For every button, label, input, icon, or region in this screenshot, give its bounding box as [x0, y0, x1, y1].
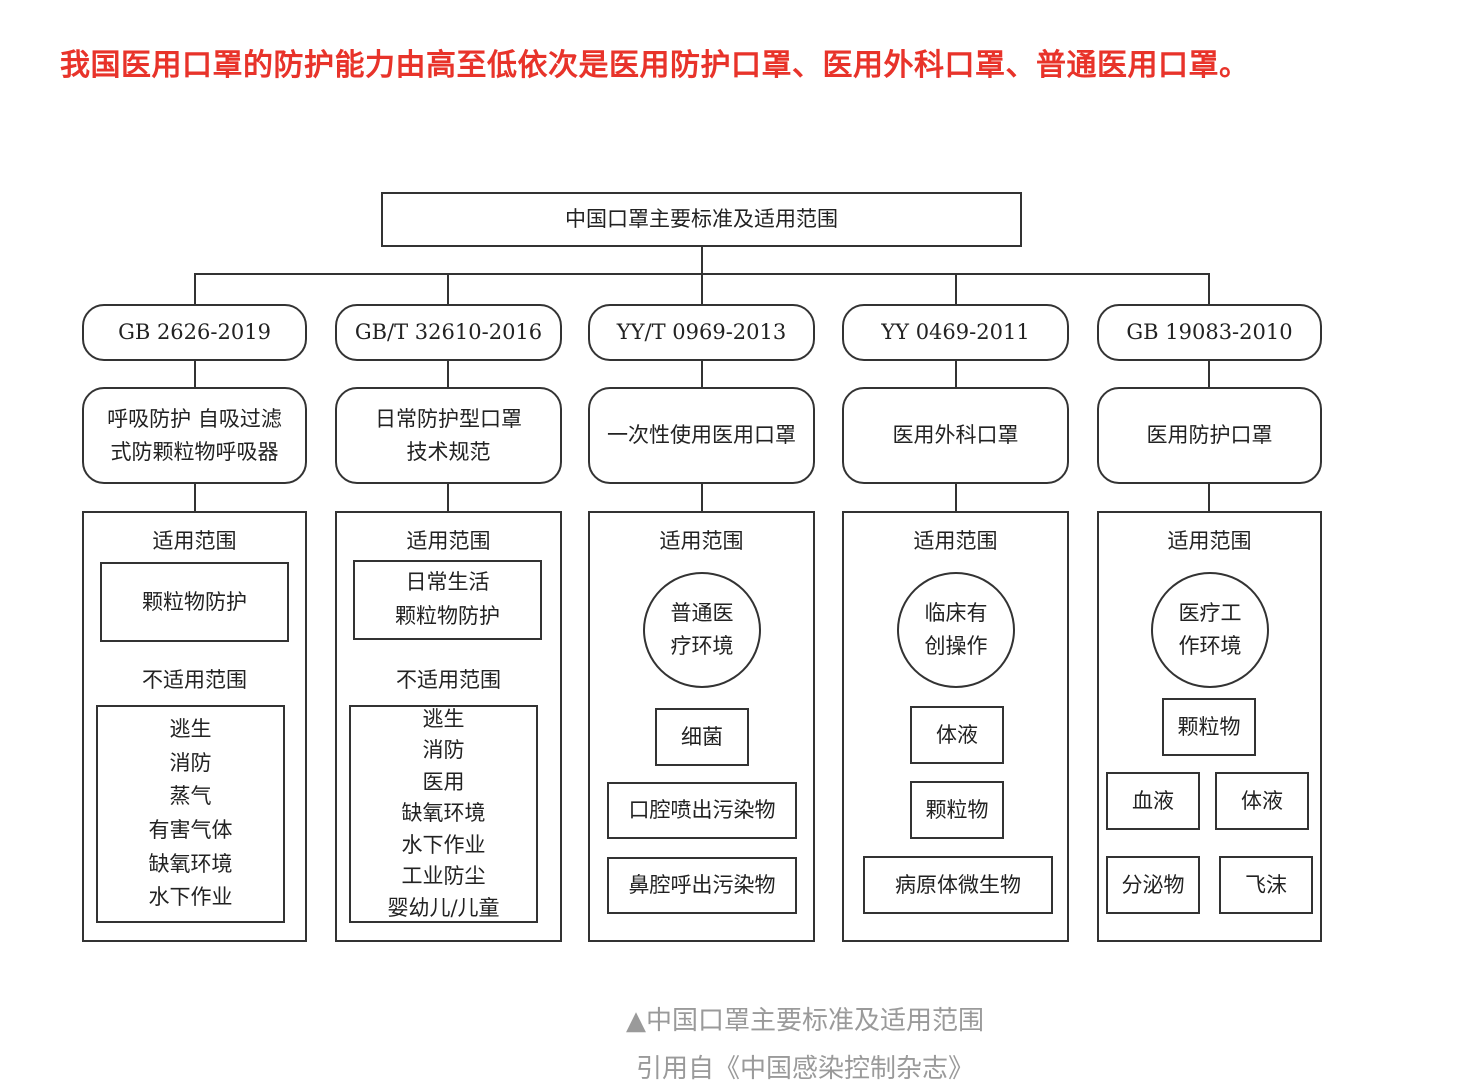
not-scope-item: 逃生 — [422, 706, 465, 731]
not-scope-item: 逃生 — [169, 717, 212, 742]
not-scope-item: 有害气体 — [148, 818, 233, 842]
scope-item: 体液 — [910, 706, 1004, 764]
standard-gbt32610: GB/T 32610-2016 — [335, 304, 562, 361]
connector — [194, 360, 196, 388]
standard-gb2626: GB 2626-2019 — [82, 304, 307, 361]
name-gb19083: 医用防护口罩 — [1097, 387, 1322, 484]
environment-circle: 普通医 疗环境 — [643, 572, 761, 688]
not-scope-item: 工业防尘 — [401, 864, 486, 889]
not-scope-item: 水下作业 — [401, 832, 486, 857]
connector — [955, 360, 957, 388]
standard-gb19083: GB 19083-2010 — [1097, 304, 1322, 361]
scope-label: 适用范围 — [659, 529, 744, 553]
not-scope-item: 缺氧环境 — [148, 851, 233, 876]
figure-caption: ▲中国口罩主要标准及适用范围 — [626, 1006, 984, 1036]
not-scope-item: 蒸气 — [169, 784, 212, 809]
environment-circle: 临床有 创操作 — [897, 572, 1015, 688]
connector — [194, 273, 196, 305]
scope-item: 血液 — [1106, 772, 1200, 830]
not-scope-item: 水下作业 — [148, 885, 233, 910]
connector — [1208, 273, 1210, 305]
connector — [447, 273, 449, 305]
connector — [955, 273, 957, 305]
not-scope-item: 缺氧环境 — [401, 801, 486, 826]
name-gbt32610: 日常防护型口罩 技术规范 — [335, 387, 562, 484]
connector — [701, 360, 703, 388]
scope-label: 适用范围 — [152, 529, 237, 553]
scope-item: 颗粒物 — [1162, 698, 1256, 756]
connector — [701, 246, 703, 274]
scope-item: 口腔喷出污染物 — [607, 782, 797, 839]
connector — [955, 483, 957, 512]
standard-yy0469: YY 0469-2011 — [842, 304, 1069, 361]
not-scope-label: 不适用范围 — [396, 668, 501, 692]
connector — [701, 483, 703, 512]
connector — [1208, 360, 1210, 388]
scope-item: 病原体微生物 — [863, 856, 1053, 914]
scope-label: 适用范围 — [913, 529, 998, 553]
connector — [194, 483, 196, 512]
name-gb2626: 呼吸防护 自吸过滤 式防颗粒物呼吸器 — [82, 387, 307, 484]
scope-item: 颗粒物防护 — [100, 562, 289, 642]
headline: 我国医用口罩的防护能力由高至低依次是医用防护口罩、医用外科口罩、普通医用口罩。 — [60, 48, 1250, 83]
name-yy0469: 医用外科口罩 — [842, 387, 1069, 484]
standard-yyt0969: YY/T 0969-2013 — [588, 304, 815, 361]
scope-item: 飞沫 — [1219, 856, 1313, 914]
connector — [447, 360, 449, 388]
scope-item: 分泌物 — [1106, 856, 1200, 914]
not-scope-list: 逃生 消防 蒸气 有害气体 缺氧环境 水下作业 — [96, 705, 285, 923]
not-scope-item: 婴幼儿/儿童 — [387, 895, 500, 920]
connector — [701, 273, 703, 305]
connector — [447, 483, 449, 512]
scope-item: 颗粒物 — [910, 781, 1004, 839]
not-scope-item: 消防 — [422, 738, 465, 763]
not-scope-list: 逃生 消防 医用 缺氧环境 水下作业 工业防尘 婴幼儿/儿童 — [349, 705, 538, 923]
not-scope-item: 消防 — [169, 750, 212, 775]
not-scope-item: 医用 — [422, 769, 465, 794]
connector — [1208, 483, 1210, 512]
scope-item: 鼻腔呼出污染物 — [607, 857, 797, 914]
environment-circle: 医疗工 作环境 — [1151, 572, 1269, 688]
scope-label: 适用范围 — [1167, 529, 1252, 553]
scope-label: 适用范围 — [406, 529, 491, 553]
name-yyt0969: 一次性使用医用口罩 — [588, 387, 815, 484]
scope-item: 体液 — [1215, 772, 1309, 830]
scope-item: 日常生活 颗粒物防护 — [353, 560, 542, 640]
scope-item: 细菌 — [655, 708, 749, 766]
figure-source: 引用自《中国感染控制杂志》 — [635, 1054, 974, 1084]
not-scope-label: 不适用范围 — [142, 668, 247, 692]
root-node: 中国口罩主要标准及适用范围 — [381, 192, 1022, 247]
